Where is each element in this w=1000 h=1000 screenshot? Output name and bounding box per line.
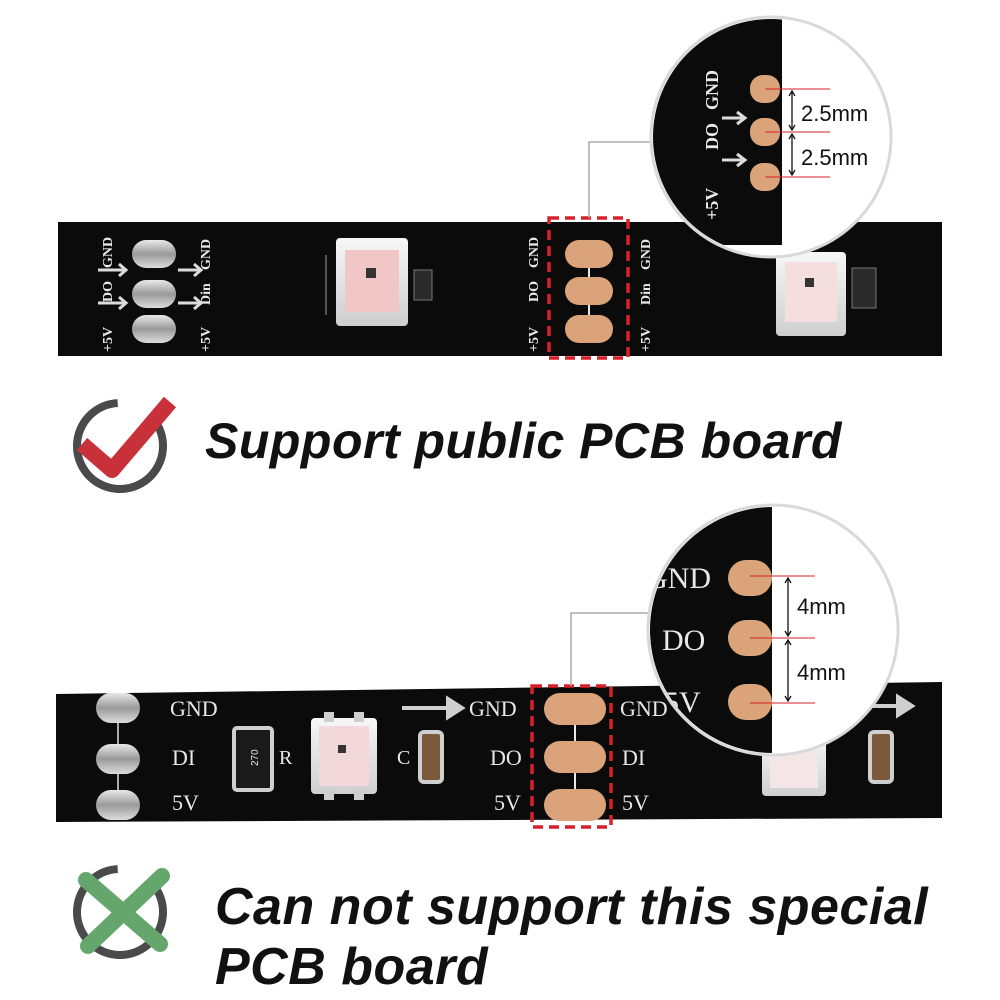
capacitor: C — [397, 730, 444, 784]
pad-label-5v: +5V — [527, 327, 542, 352]
zoom-label-do-bottom: DO — [662, 624, 705, 657]
pad-label-gnd-right-bottom: GND — [620, 696, 668, 721]
strip-label-din: Din — [199, 283, 214, 305]
pad-label-5v-bottom: 5V — [494, 790, 521, 815]
dimension-marks-bottom — [784, 576, 792, 703]
spacing-label-1: 2.5mm — [801, 101, 868, 126]
strip-label-5v-right: +5V — [199, 327, 214, 352]
strip-label-gnd: GND — [101, 237, 116, 268]
resistor: 270 R — [232, 726, 293, 792]
pad-label-do-bottom: DO — [490, 745, 522, 770]
resistor-code: 270 — [250, 749, 261, 766]
led-chip-2 — [776, 252, 877, 336]
arrow-mark-bottom — [402, 695, 466, 721]
zoom-callout-top: GND DO +5V 2.5mm 2.5mm — [649, 15, 893, 259]
solder-pads-left-bottom — [96, 693, 140, 820]
spacing-label-3: 4mm — [797, 594, 846, 619]
pad-label-5v-right-bottom: 5V — [622, 790, 649, 815]
pad-label-5v-right: +5V — [639, 327, 654, 352]
strip-label-5v-bottom: 5V — [172, 790, 199, 815]
dimension-marks-top — [788, 89, 796, 177]
zoom-label-gnd: GND — [702, 70, 722, 110]
not-support-headline: Can not support this special PCB board — [215, 878, 929, 996]
zoom-label-5v: +5V — [702, 188, 722, 220]
zoom-label-do: DO — [702, 123, 722, 150]
resistor-label: R — [279, 747, 293, 769]
check-icon — [73, 396, 177, 493]
pad-label-gnd-right: GND — [639, 239, 654, 270]
led-chip-bottom — [311, 712, 377, 800]
led-chip — [325, 238, 433, 326]
pad-label-din: Din — [639, 283, 654, 305]
pad-label-gnd: GND — [527, 237, 542, 268]
strip-label-gnd-right: GND — [199, 239, 214, 270]
support-headline: Support public PCB board — [205, 413, 842, 469]
capacitor-label: C — [397, 747, 410, 769]
pad-label-gnd-bottom: GND — [469, 696, 517, 721]
pad-label-do: DO — [527, 281, 542, 302]
spacing-label-2: 2.5mm — [801, 145, 868, 170]
pad-label-di-right-bottom: DI — [622, 745, 645, 770]
spacing-label-4: 4mm — [797, 660, 846, 685]
strip-label-gnd-bottom: GND — [170, 696, 218, 721]
cross-icon — [73, 865, 170, 959]
arrow-marks-left — [98, 262, 204, 311]
strip-label-do: DO — [101, 281, 116, 302]
copper-pads-top — [565, 240, 613, 343]
strip-label-di-bottom: DI — [172, 745, 195, 770]
strip-label-5v: +5V — [101, 327, 116, 352]
copper-pads-bottom — [544, 693, 606, 821]
solder-pads-left — [132, 240, 176, 343]
